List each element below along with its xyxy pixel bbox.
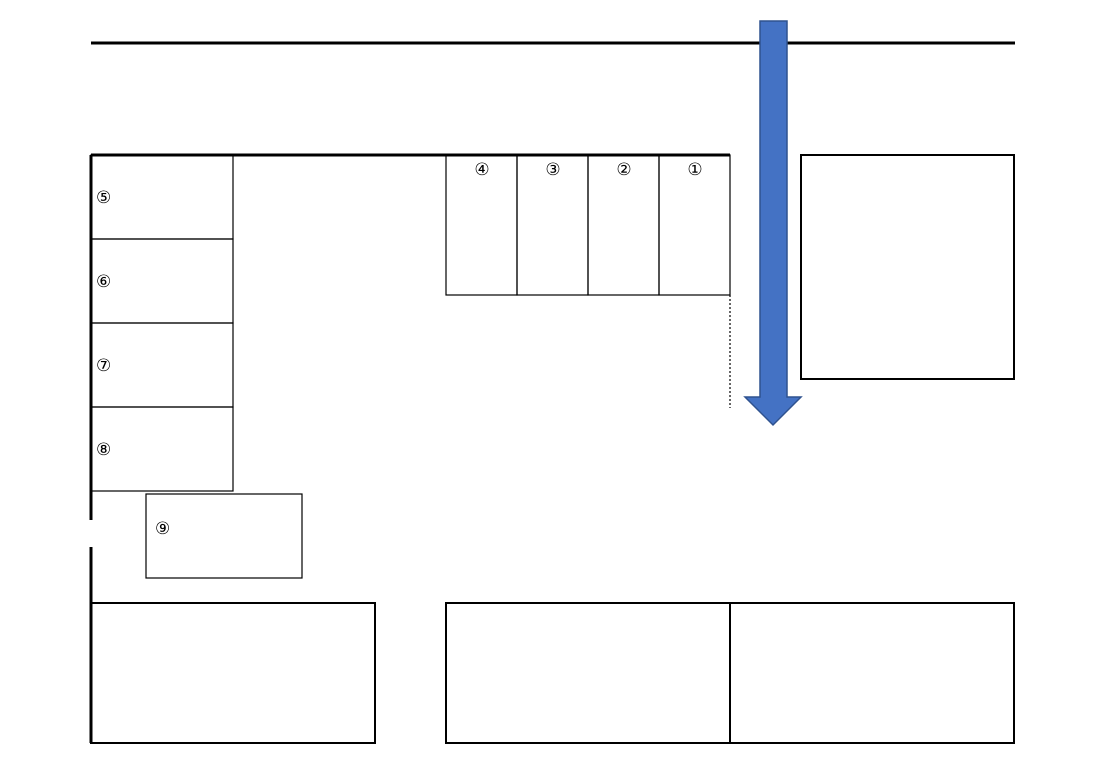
bottom-right-building <box>729 602 1015 744</box>
slot-9: ⑨ <box>145 493 303 579</box>
bottom-middle-building <box>445 602 731 744</box>
slot-5: ⑤ <box>90 154 234 240</box>
slot-5-label: ⑤ <box>96 188 111 208</box>
slot-1-label: ① <box>687 160 702 180</box>
slot-8-label: ⑧ <box>96 440 111 460</box>
bottom-left-building <box>90 602 376 744</box>
slot-6: ⑥ <box>90 238 234 324</box>
slot-2: ② <box>587 154 660 296</box>
entry-arrow-down-icon <box>743 20 803 427</box>
slot-6-label: ⑥ <box>96 272 111 292</box>
slot-1: ① <box>658 154 731 296</box>
slot-2-label: ② <box>616 160 631 180</box>
right-building <box>800 154 1015 380</box>
slot-4-label: ④ <box>474 160 489 180</box>
slot-8: ⑧ <box>90 406 234 492</box>
slot-4: ④ <box>445 154 518 296</box>
slot-3: ③ <box>516 154 589 296</box>
slot-9-label: ⑨ <box>155 519 170 539</box>
slot-7: ⑦ <box>90 322 234 408</box>
slot-3-label: ③ <box>545 160 560 180</box>
slot-7-label: ⑦ <box>96 356 111 376</box>
